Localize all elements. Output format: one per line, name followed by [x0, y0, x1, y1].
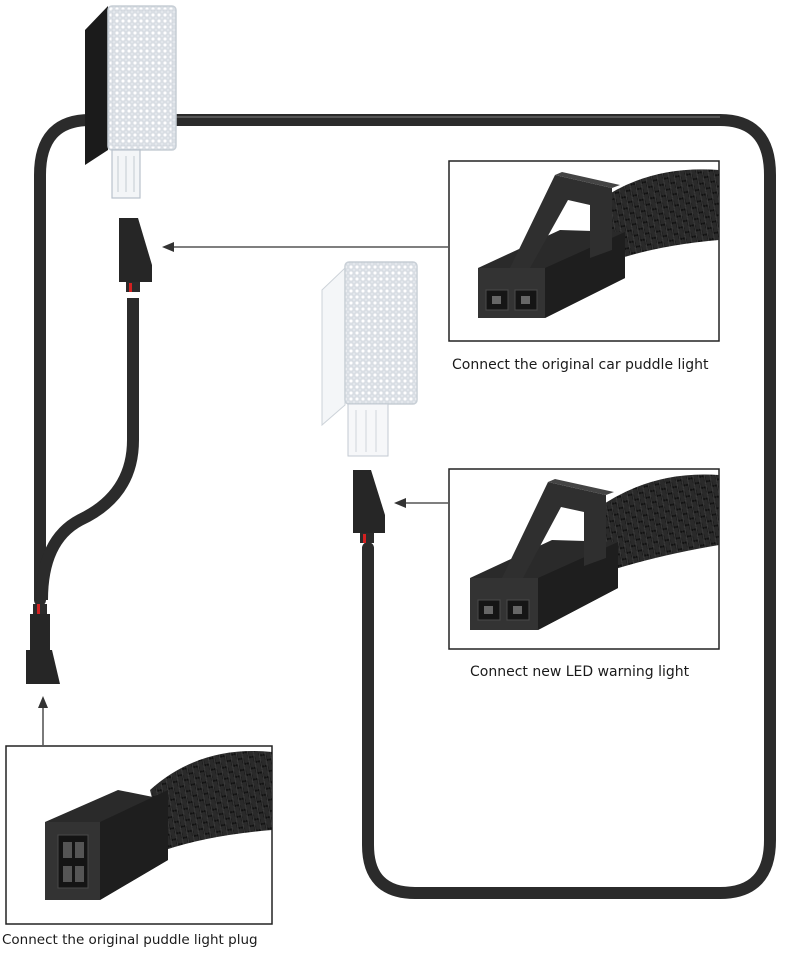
original-puddle-light — [85, 6, 176, 198]
top-connector — [119, 218, 152, 292]
inset-original-car-puddle-light — [449, 161, 719, 341]
bottom-left-connector — [26, 604, 60, 684]
middle-connector — [353, 470, 385, 543]
branch-cable — [42, 298, 133, 600]
inset-new-led-warning-light — [449, 469, 719, 649]
inset-original-puddle-light-plug — [6, 746, 272, 924]
caption-original-car-puddle-light: Connect the original car puddle light — [452, 357, 709, 373]
arrow-to-bottom-connector — [38, 696, 48, 745]
caption-new-led-warning-light: Connect new LED warning light — [470, 664, 689, 680]
arrow-to-middle-connector — [394, 498, 448, 508]
caption-original-puddle-light-plug: Connect the original puddle light plug — [2, 932, 258, 948]
new-led-warning-light — [322, 262, 417, 456]
arrow-to-top-connector — [162, 242, 448, 252]
